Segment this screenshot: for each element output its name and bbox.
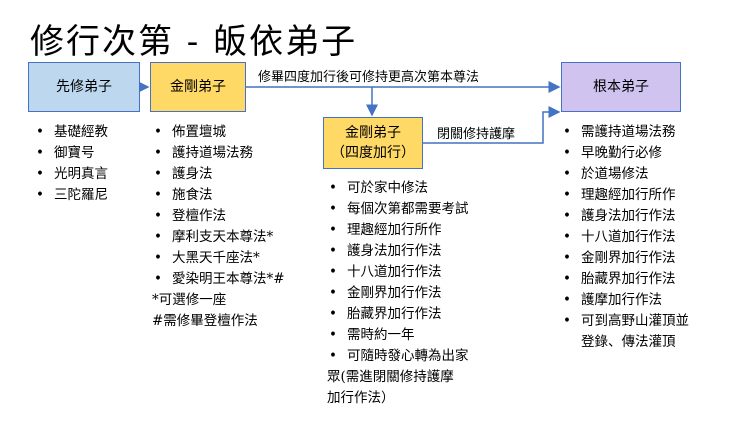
- box-sublabel: （四度加行）: [331, 145, 415, 161]
- box-label: 金剛弟子: [345, 125, 401, 141]
- list-item: 施食法: [152, 185, 285, 206]
- list-konpon: 需護持道場法務 早晚勤行必修 於道場修法 理趣經加行所作 護身法加行作法 十八道…: [561, 122, 689, 353]
- list-item: 胎藏界加行作法: [561, 269, 689, 290]
- list-item: 護持道場法務: [152, 143, 285, 164]
- list-item: 早晚勤行必修: [561, 143, 689, 164]
- list-item: 理趣經加行所作: [561, 185, 689, 206]
- list-item: 光明真言: [34, 164, 108, 185]
- list-item: 護摩加行作法: [561, 290, 689, 311]
- arrow-kongo2-to-konpon: [423, 106, 561, 144]
- box-label: 先修弟子: [56, 79, 112, 95]
- list-item: 可於家中修法: [327, 178, 469, 199]
- list-item: 基礎經教: [34, 122, 108, 143]
- box-label: 根本弟子: [593, 79, 649, 95]
- list-item: 大黑天千座法*: [152, 248, 285, 269]
- list-item: 愛染明王本尊法*#: [152, 269, 285, 290]
- list-item: 可到高野山灌頂並: [561, 311, 689, 332]
- list-item: 佈置壇城: [152, 122, 285, 143]
- box-label: 金剛弟子: [170, 79, 226, 95]
- list-note: #需修畢登檀作法: [152, 313, 258, 329]
- list-kongo-shido: 可於家中修法 每個次第都需要考試 理趣經加行所作 護身法加行作法 十八道加行作法…: [327, 178, 469, 409]
- box-kongo-disciple: 金剛弟子: [150, 62, 246, 112]
- page-title: 修行次第 - 皈依弟子: [30, 22, 358, 62]
- box-senshu-disciple: 先修弟子: [28, 62, 140, 112]
- list-item: 金剛界加行作法: [561, 248, 689, 269]
- list-item: 金剛界加行作法: [327, 283, 469, 304]
- edge-label-goma: 閉關修持護摩: [437, 127, 516, 142]
- list-item-continuation: 眾(需進閉關修持護摩: [327, 369, 454, 385]
- edge-label-advance: 修畢四度加行後可修持更高次第本尊法: [258, 70, 480, 85]
- list-item: 十八道加行作法: [327, 262, 469, 283]
- list-item: 於道場修法: [561, 164, 689, 185]
- list-item: 理趣經加行所作: [327, 220, 469, 241]
- list-item: 需護持道場法務: [561, 122, 689, 143]
- list-item: 護身法: [152, 164, 285, 185]
- list-item: 胎藏界加行作法: [327, 304, 469, 325]
- list-item: 需時約一年: [327, 325, 469, 346]
- list-senshu: 基礎經教 御寶号 光明真言 三陀羅尼: [34, 122, 108, 206]
- list-item: 護身法加行作法: [561, 206, 689, 227]
- list-kongo: 佈置壇城 護持道場法務 護身法 施食法 登檀作法 摩利支天本尊法* 大黑天千座法…: [152, 122, 285, 332]
- list-item: 十八道加行作法: [561, 227, 689, 248]
- box-konpon-disciple: 根本弟子: [561, 62, 681, 112]
- list-item: 摩利支天本尊法*: [152, 227, 285, 248]
- list-item: 登檀作法: [152, 206, 285, 227]
- list-item: 每個次第都需要考試: [327, 199, 469, 220]
- box-kongo-disciple-shido: 金剛弟子 （四度加行）: [323, 117, 423, 169]
- list-item: 可隨時發心轉為出家: [327, 346, 469, 367]
- list-item: 護身法加行作法: [327, 241, 469, 262]
- list-item: 御寶号: [34, 143, 108, 164]
- list-item: 三陀羅尼: [34, 185, 108, 206]
- list-item-continuation: 登錄、傳法灌頂: [581, 334, 676, 350]
- list-item-continuation: 加行作法）: [327, 390, 395, 406]
- list-note: *可選修一座: [152, 292, 227, 308]
